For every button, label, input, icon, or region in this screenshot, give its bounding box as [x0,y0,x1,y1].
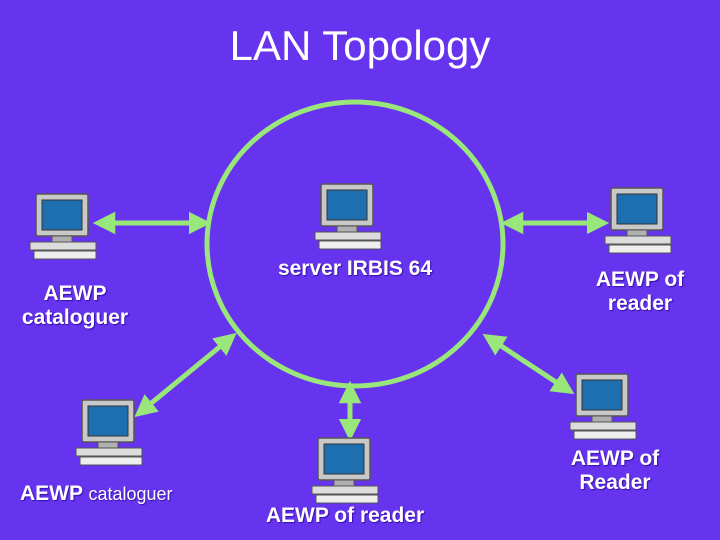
page-title: LAN Topology [229,22,491,69]
link-cataloguer-bottom [134,332,237,418]
link-reader-right [482,333,575,395]
label-cataloguer-top: AEWP cataloguer [21,282,129,329]
label-reader-right: AEWP of Reader [570,447,660,494]
label-server: server IRBIS 64 [277,257,433,280]
computer-icon [74,398,148,468]
label-cataloguer-bottom: AEWP cataloguer [20,482,173,505]
computer-icon [313,182,387,252]
computer-icon [310,436,384,506]
label-reader-top: AEWP of reader [595,268,685,315]
label-reader-bottom: AEWP of reader [265,504,425,527]
computer-icon [28,192,102,262]
computer-icon [568,372,642,442]
computer-icon [603,186,677,256]
